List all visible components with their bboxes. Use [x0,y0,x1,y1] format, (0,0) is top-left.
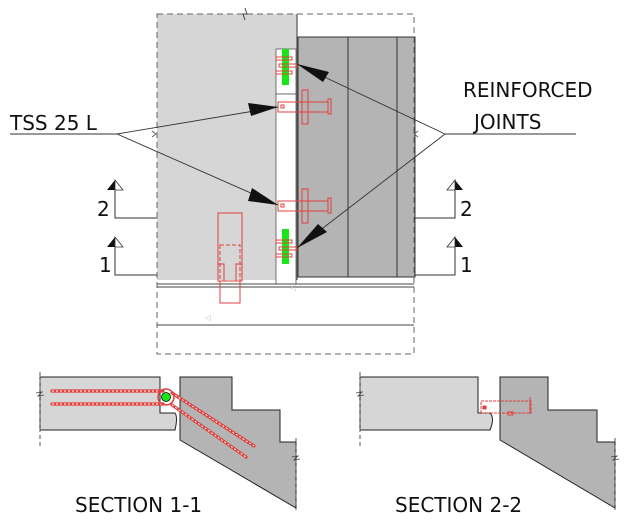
tss-connector-section [480,397,532,416]
section-marker-left-1 [107,235,157,276]
arrowhead [248,103,278,116]
arrowhead [297,64,329,82]
joint-rebar-bottom [275,239,298,258]
arrowhead [248,188,278,205]
section-number-right-2: 2 [460,197,473,221]
tss-label: TSS 25 L [9,111,98,135]
reinforced-joint-section [161,392,171,402]
svg-text:◁: ◁ [290,283,296,292]
section-1-1-title: SECTION 1-1 [75,493,202,517]
tss-leader [10,103,279,206]
opening-detail [217,212,243,304]
section-2-2: SECTION 2-2 [355,372,620,517]
stair-section [179,376,297,509]
stair-section [499,376,616,509]
section-marker-left-2 [107,178,157,219]
reinforced-label-line1: REINFORCED [463,78,593,102]
arrowhead [297,224,327,248]
section-number-right-1: 1 [460,253,473,277]
plan-view: ◁ ◁ [9,7,593,355]
landing-slab [157,14,297,280]
slab-outline [156,13,415,355]
section-marker-right-1 [414,235,463,276]
section-marker-right-2 [414,178,463,219]
break-symbol [242,7,248,21]
section-number-left-1: 1 [99,253,112,277]
reinforced-label-line2: JOINTS [472,110,541,134]
section-number-left-2: 2 [97,197,110,221]
landing-section [359,376,493,431]
joint-rebar-top [275,56,298,75]
tss-connector-bottom [277,188,332,224]
svg-text:◁: ◁ [205,313,211,322]
reinforced-leader [296,63,576,249]
section-1-1: SECTION 1-1 [35,372,301,517]
section-2-2-title: SECTION 2-2 [395,493,522,517]
